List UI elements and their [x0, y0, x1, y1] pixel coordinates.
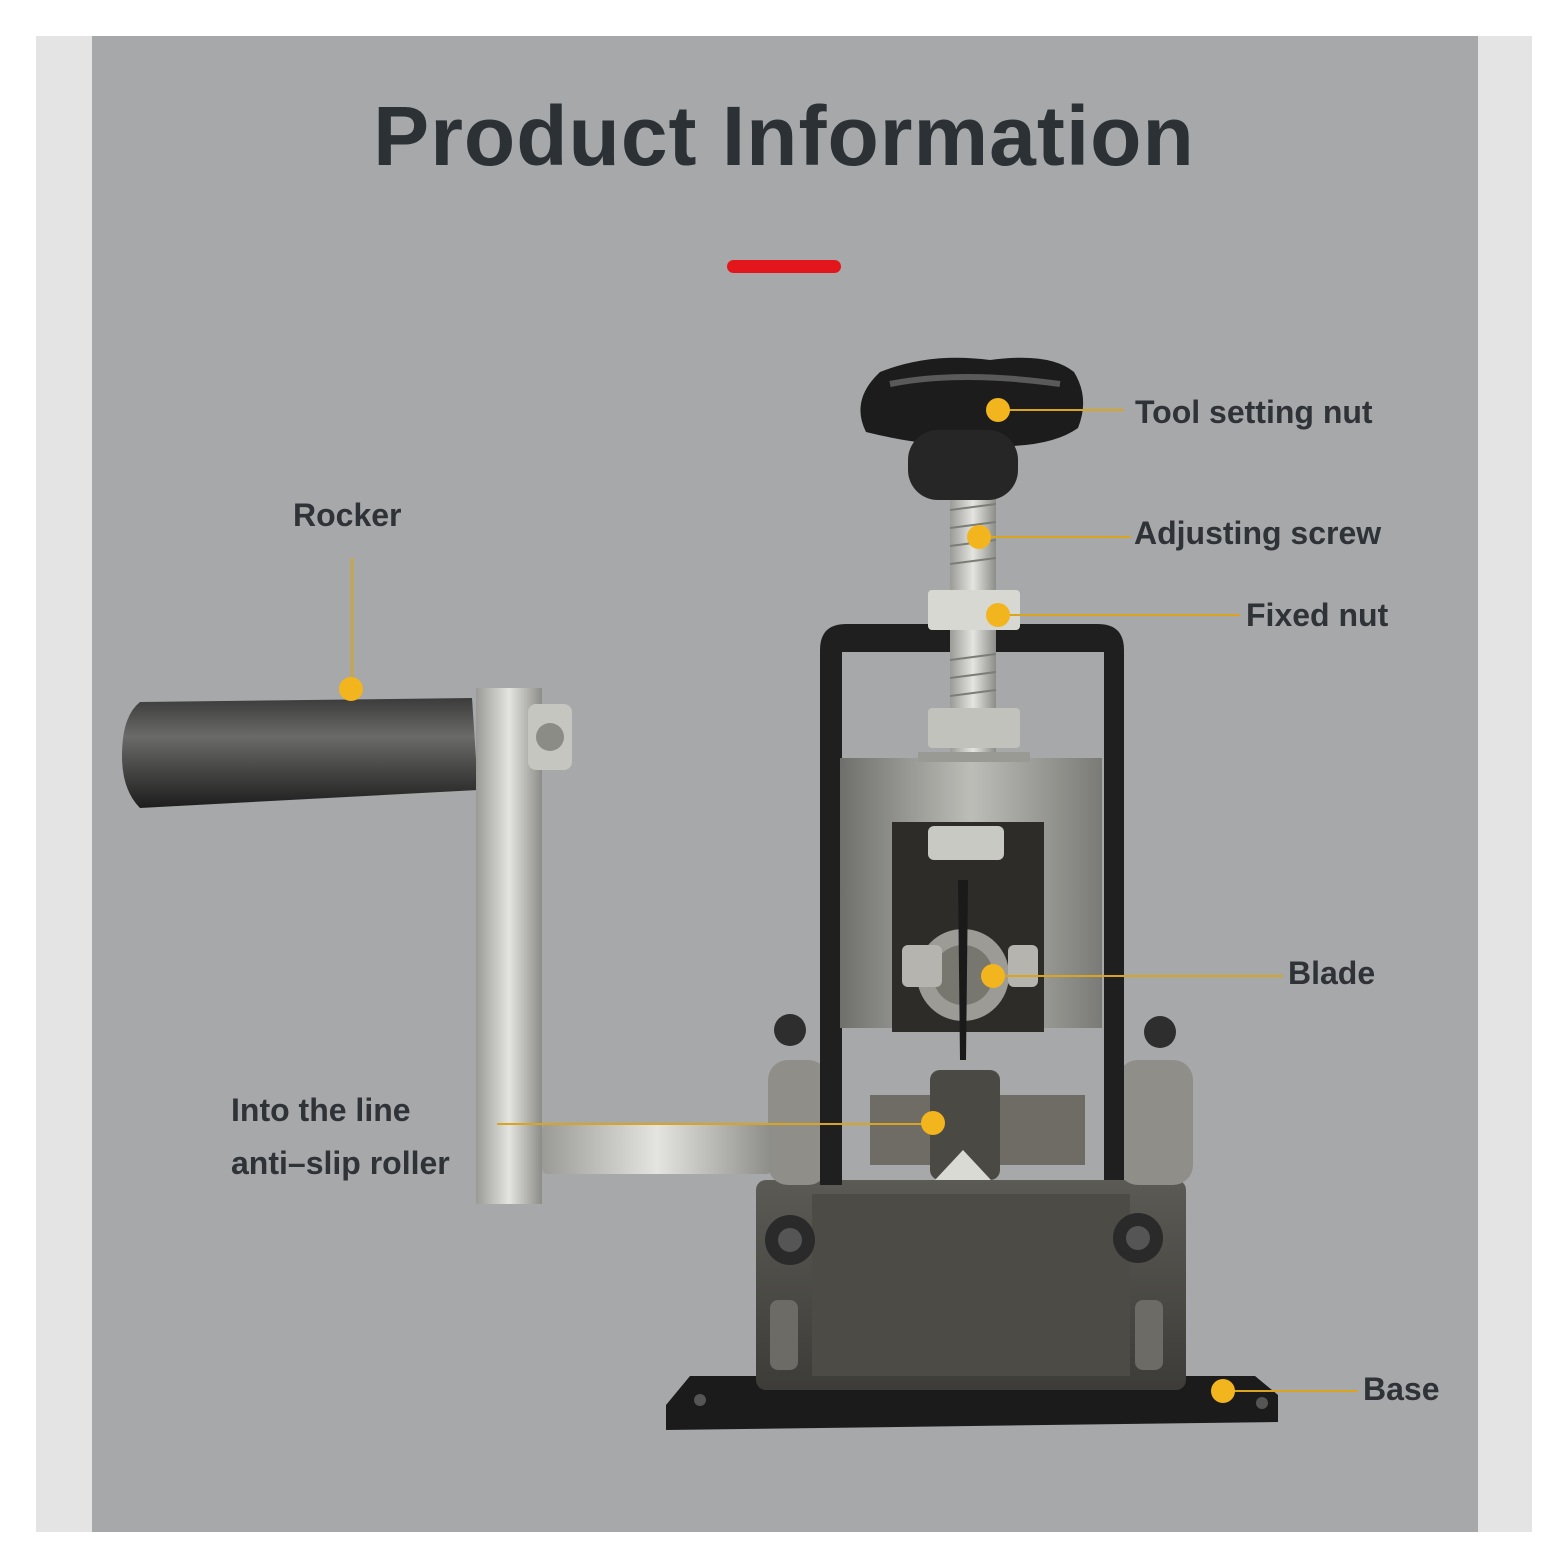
side-plates	[768, 1014, 1193, 1185]
dot-tool-setting-nut	[986, 398, 1010, 422]
leader-blade	[993, 975, 1283, 977]
label-roller-line2: anti–slip roller	[231, 1145, 450, 1181]
lower-housing	[756, 1180, 1186, 1390]
label-roller-line1: Into the line	[231, 1092, 411, 1128]
label-base: Base	[1363, 1371, 1440, 1407]
leader-rocker	[351, 558, 353, 688]
dot-base	[1211, 1379, 1235, 1403]
label-rocker: Rocker	[293, 497, 402, 533]
dot-fixed-nut	[986, 603, 1010, 627]
dot-rocker	[339, 677, 363, 701]
feed-roller	[870, 1070, 1085, 1180]
leader-roller	[497, 1123, 933, 1125]
label-fixed-nut: Fixed nut	[1246, 597, 1389, 633]
label-adjusting-screw: Adjusting screw	[1134, 515, 1382, 551]
title-underline	[727, 260, 841, 273]
label-tool-setting-nut: Tool setting nut	[1135, 394, 1373, 430]
rocker-crank	[122, 688, 772, 1204]
leader-tool-setting-nut	[998, 409, 1124, 411]
leader-fixed-nut	[998, 614, 1240, 616]
leader-adjusting-screw	[979, 536, 1131, 538]
label-blade: Blade	[1288, 955, 1376, 991]
leader-base	[1223, 1390, 1358, 1392]
page-title: Product Information	[373, 89, 1195, 183]
dot-roller	[921, 1111, 945, 1135]
dot-adjusting-screw	[967, 525, 991, 549]
dot-blade	[981, 964, 1005, 988]
tool-setting-knob	[860, 357, 1084, 500]
